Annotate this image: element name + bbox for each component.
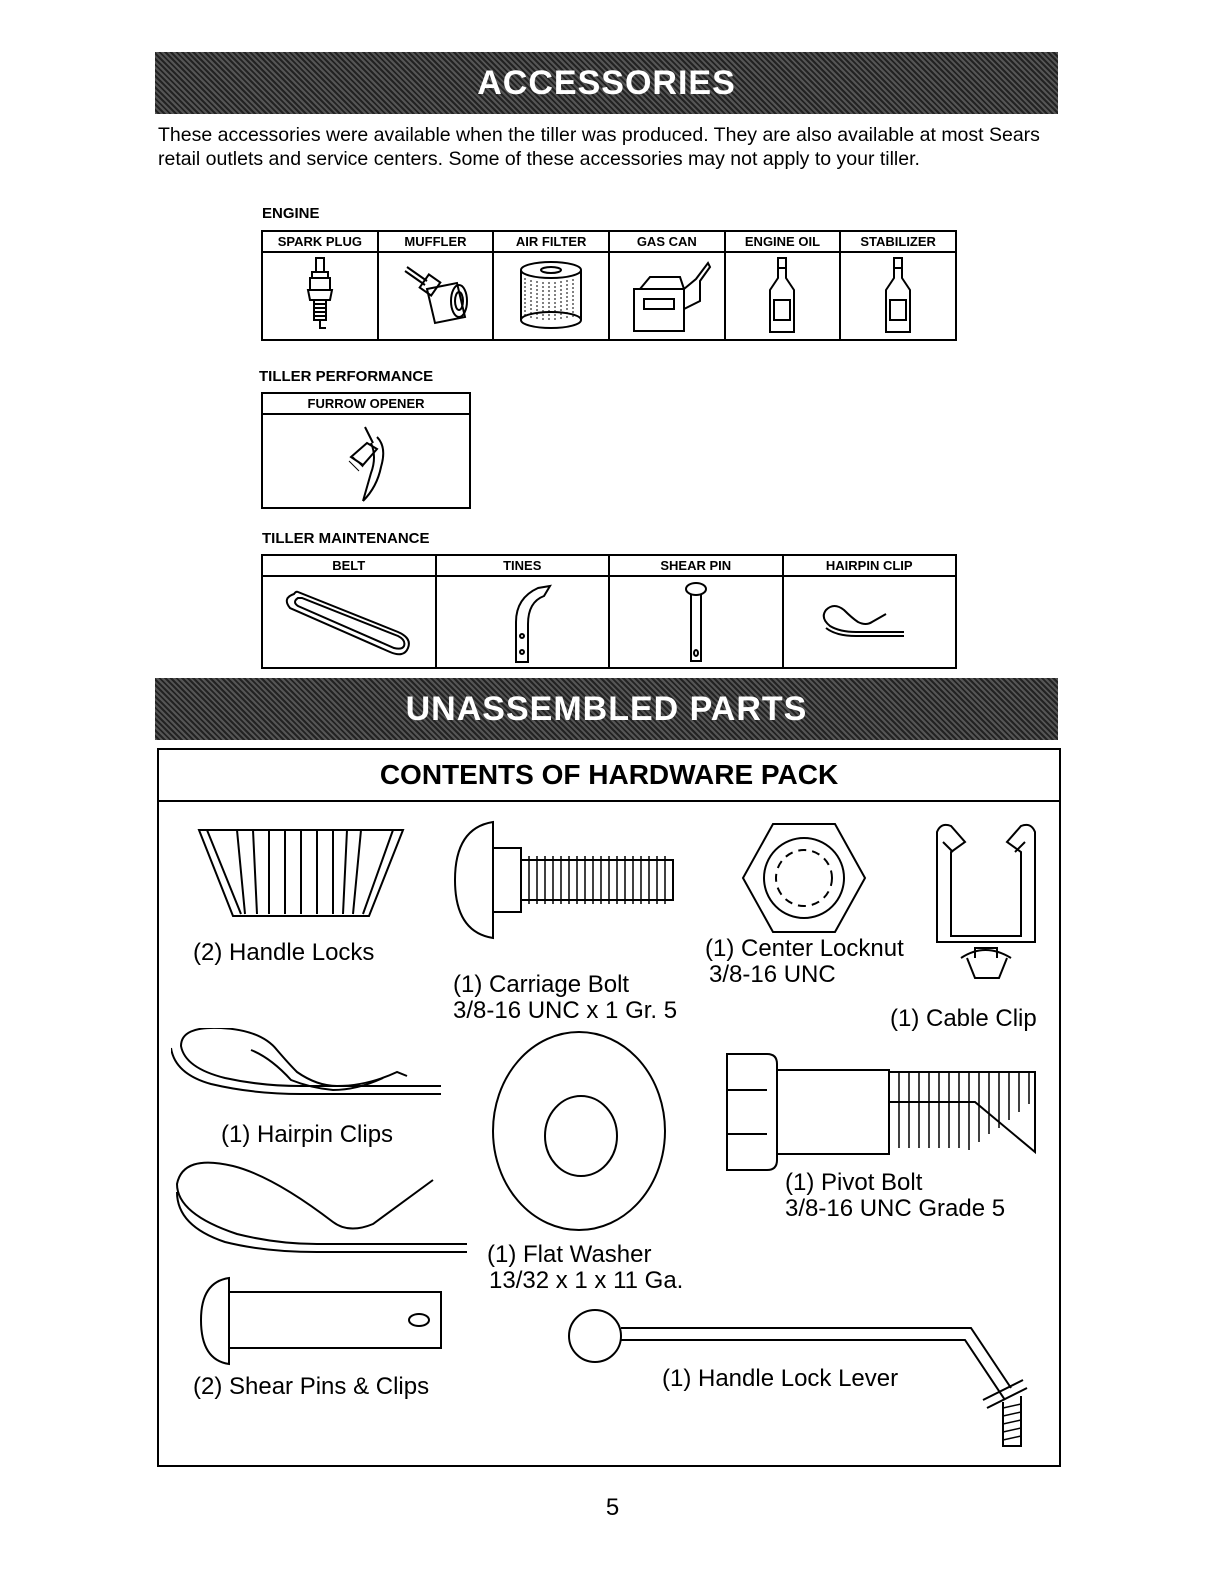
shear-pin-clip-icon (175, 1161, 467, 1253)
performance-label-furrow-opener: FURROW OPENER (261, 392, 471, 415)
page-number: 5 (605, 1494, 620, 1521)
center-locknut-spec: 3/8-16 UNC (709, 961, 836, 988)
hardware-pack-title: CONTENTS OF HARDWARE PACK (159, 750, 1059, 802)
pivot-bolt-label: (1) Pivot Bolt (785, 1169, 923, 1196)
performance-heading: TILLER PERFORMANCE (259, 368, 434, 385)
tine-icon (515, 584, 553, 663)
air-filter-icon (520, 261, 583, 329)
hairpin-clip-icon (823, 605, 905, 637)
accessories-banner: ACCESSORIES (155, 52, 1058, 114)
pivot-bolt-icon (726, 1053, 1036, 1171)
performance-table: FURROW OPENER (261, 392, 471, 509)
carriage-bolt-label: (1) Carriage Bolt (453, 971, 630, 998)
shear-pin-large-icon (199, 1276, 442, 1366)
stabilizer-bottle-icon (885, 257, 912, 333)
gas-can-icon (632, 260, 711, 332)
belt-icon (285, 590, 410, 656)
engine-label-stabilizer: STABILIZER (839, 230, 957, 253)
carriage-bolt-icon (453, 820, 674, 940)
handle-locks-label: (2) Handle Locks (193, 939, 375, 966)
maintenance-label-hairpin-clip: HAIRPIN CLIP (781, 554, 957, 577)
belt-cell (261, 575, 437, 669)
engine-label-spark-plug: SPARK PLUG (261, 230, 379, 253)
engine-label-engine-oil: ENGINE OIL (723, 230, 842, 253)
handle-lock-lever-label: (1) Handle Lock Lever (662, 1365, 899, 1392)
oil-bottle-icon (769, 257, 796, 333)
stabilizer-cell (839, 251, 957, 341)
maintenance-label-shear-pin: SHEAR PIN (608, 554, 784, 577)
engine-label-gas-can: GAS CAN (607, 230, 726, 253)
locknut-icon (741, 823, 867, 933)
handle-lock-lever-icon (568, 1309, 1028, 1447)
hairpin-clip-large-icon (171, 1028, 441, 1095)
cable-clip-icon (936, 823, 1036, 979)
maintenance-label-belt: BELT (261, 554, 437, 577)
accessories-intro: These accessories were available when th… (158, 124, 1040, 170)
flat-washer-icon (492, 1031, 666, 1231)
muffler-cell (376, 251, 495, 341)
carriage-bolt-spec: 3/8-16 UNC x 1 Gr. 5 (453, 997, 678, 1024)
cable-clip-label: (1) Cable Clip (890, 1005, 1037, 1032)
flat-washer-label: (1) Flat Washer (487, 1241, 652, 1268)
spark-plug-icon (306, 257, 334, 329)
hairpin-clip-cell (781, 575, 957, 669)
shear-pins-label: (2) Shear Pins & Clips (193, 1373, 430, 1400)
maintenance-label-tines: TINES (434, 554, 610, 577)
center-locknut-label: (1) Center Locknut (705, 935, 904, 962)
hairpin-clips-label: (1) Hairpin Clips (221, 1121, 394, 1148)
tines-cell (434, 575, 610, 669)
handle-lock-icon (197, 829, 405, 917)
shear-pin-cell (608, 575, 784, 669)
maintenance-table: BELT TINES SHEAR PIN HAIRPIN CLIP (261, 554, 957, 669)
engine-label-air-filter: AIR FILTER (492, 230, 610, 253)
engine-oil-cell (723, 251, 842, 341)
engine-heading: ENGINE (262, 205, 320, 222)
engine-table: SPARK PLUG MUFFLER AIR FILTER GAS CAN EN… (261, 230, 957, 341)
shear-pin-icon (684, 582, 707, 662)
muffler-icon (404, 265, 469, 324)
maintenance-heading: TILLER MAINTENANCE (262, 530, 430, 547)
accessories-title: ACCESSORIES (477, 63, 736, 102)
hardware-pack-box: CONTENTS OF HARDWARE PACK (2) Handle Loc… (157, 748, 1061, 1467)
unassembled-title: UNASSEMBLED PARTS (405, 689, 808, 728)
furrow-opener-cell (261, 413, 471, 509)
engine-label-muffler: MUFFLER (376, 230, 495, 253)
gas-can-cell (607, 251, 726, 341)
unassembled-banner: UNASSEMBLED PARTS (155, 678, 1058, 740)
spark-plug-cell (261, 251, 379, 341)
flat-washer-spec: 13/32 x 1 x 11 Ga. (489, 1267, 684, 1294)
furrow-opener-icon (348, 426, 385, 502)
air-filter-cell (492, 251, 610, 341)
pivot-bolt-spec: 3/8-16 UNC Grade 5 (785, 1195, 1006, 1222)
